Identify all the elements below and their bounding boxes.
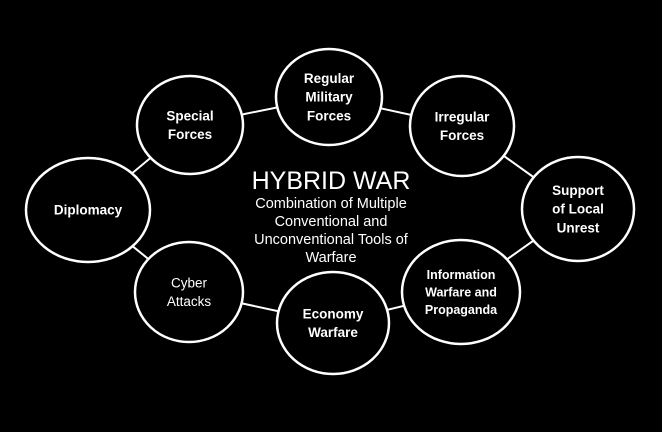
node-circle-regular-military-forces: [274, 47, 384, 147]
node-label-regular-military-forces-line-3: Forces: [307, 109, 351, 124]
node-circle-special-forces: [135, 74, 245, 176]
node-circle-diplomacy: [24, 156, 152, 264]
node-label-diplomacy-line-1: Diplomacy: [54, 203, 123, 218]
node-label-information-warfare-and-propaganda-line-1: Information: [427, 268, 496, 282]
node-label-economy-warfare-line-1: Economy: [303, 306, 364, 321]
node-label-special-forces-line-2: Forces: [168, 127, 212, 142]
node-label-support-of-local-unrest-line-1: Support: [552, 183, 604, 198]
center-subtitle-line-1: Combination of Multiple: [255, 196, 407, 212]
node-label-regular-military-forces-line-1: Regular: [304, 71, 355, 86]
node-circle-economy-warfare: [275, 270, 391, 376]
node-label-irregular-forces-line-1: Irregular: [435, 109, 491, 124]
node-label-economy-warfare-line-2: Warfare: [308, 325, 358, 340]
node-label-irregular-forces-line-2: Forces: [440, 128, 484, 143]
node-label-information-warfare-and-propaganda-line-3: Propaganda: [425, 303, 498, 317]
center-subtitle-line-2: Conventional and: [275, 214, 388, 230]
node-label-cyber-attacks-line-1: Cyber: [171, 275, 208, 290]
node-circle-irregular-forces: [408, 74, 516, 178]
center-subtitle-line-3: Unconventional Tools of: [254, 232, 409, 248]
center-subtitle-line-4: Warfare: [305, 250, 356, 266]
node-circle-support-of-local-unrest: [520, 155, 636, 263]
node-label-special-forces-line-1: Special: [166, 108, 213, 123]
center-label: HYBRID WAR Combination of Multiple Conve…: [252, 167, 411, 266]
node-circle-information-warfare-and-propaganda: [400, 238, 522, 346]
node-label-cyber-attacks-line-2: Attacks: [167, 294, 212, 309]
node-circle-cyber-attacks: [133, 240, 245, 344]
node-diplomacy: Diplomacy: [24, 156, 152, 264]
node-label-regular-military-forces-line-2: Military: [305, 90, 353, 105]
node-label-support-of-local-unrest-line-3: Unrest: [557, 221, 600, 236]
center-title: HYBRID WAR: [252, 167, 411, 195]
node-label-support-of-local-unrest-line-2: of Local: [552, 202, 604, 217]
node-label-information-warfare-and-propaganda-line-2: Warfare and: [425, 285, 497, 299]
